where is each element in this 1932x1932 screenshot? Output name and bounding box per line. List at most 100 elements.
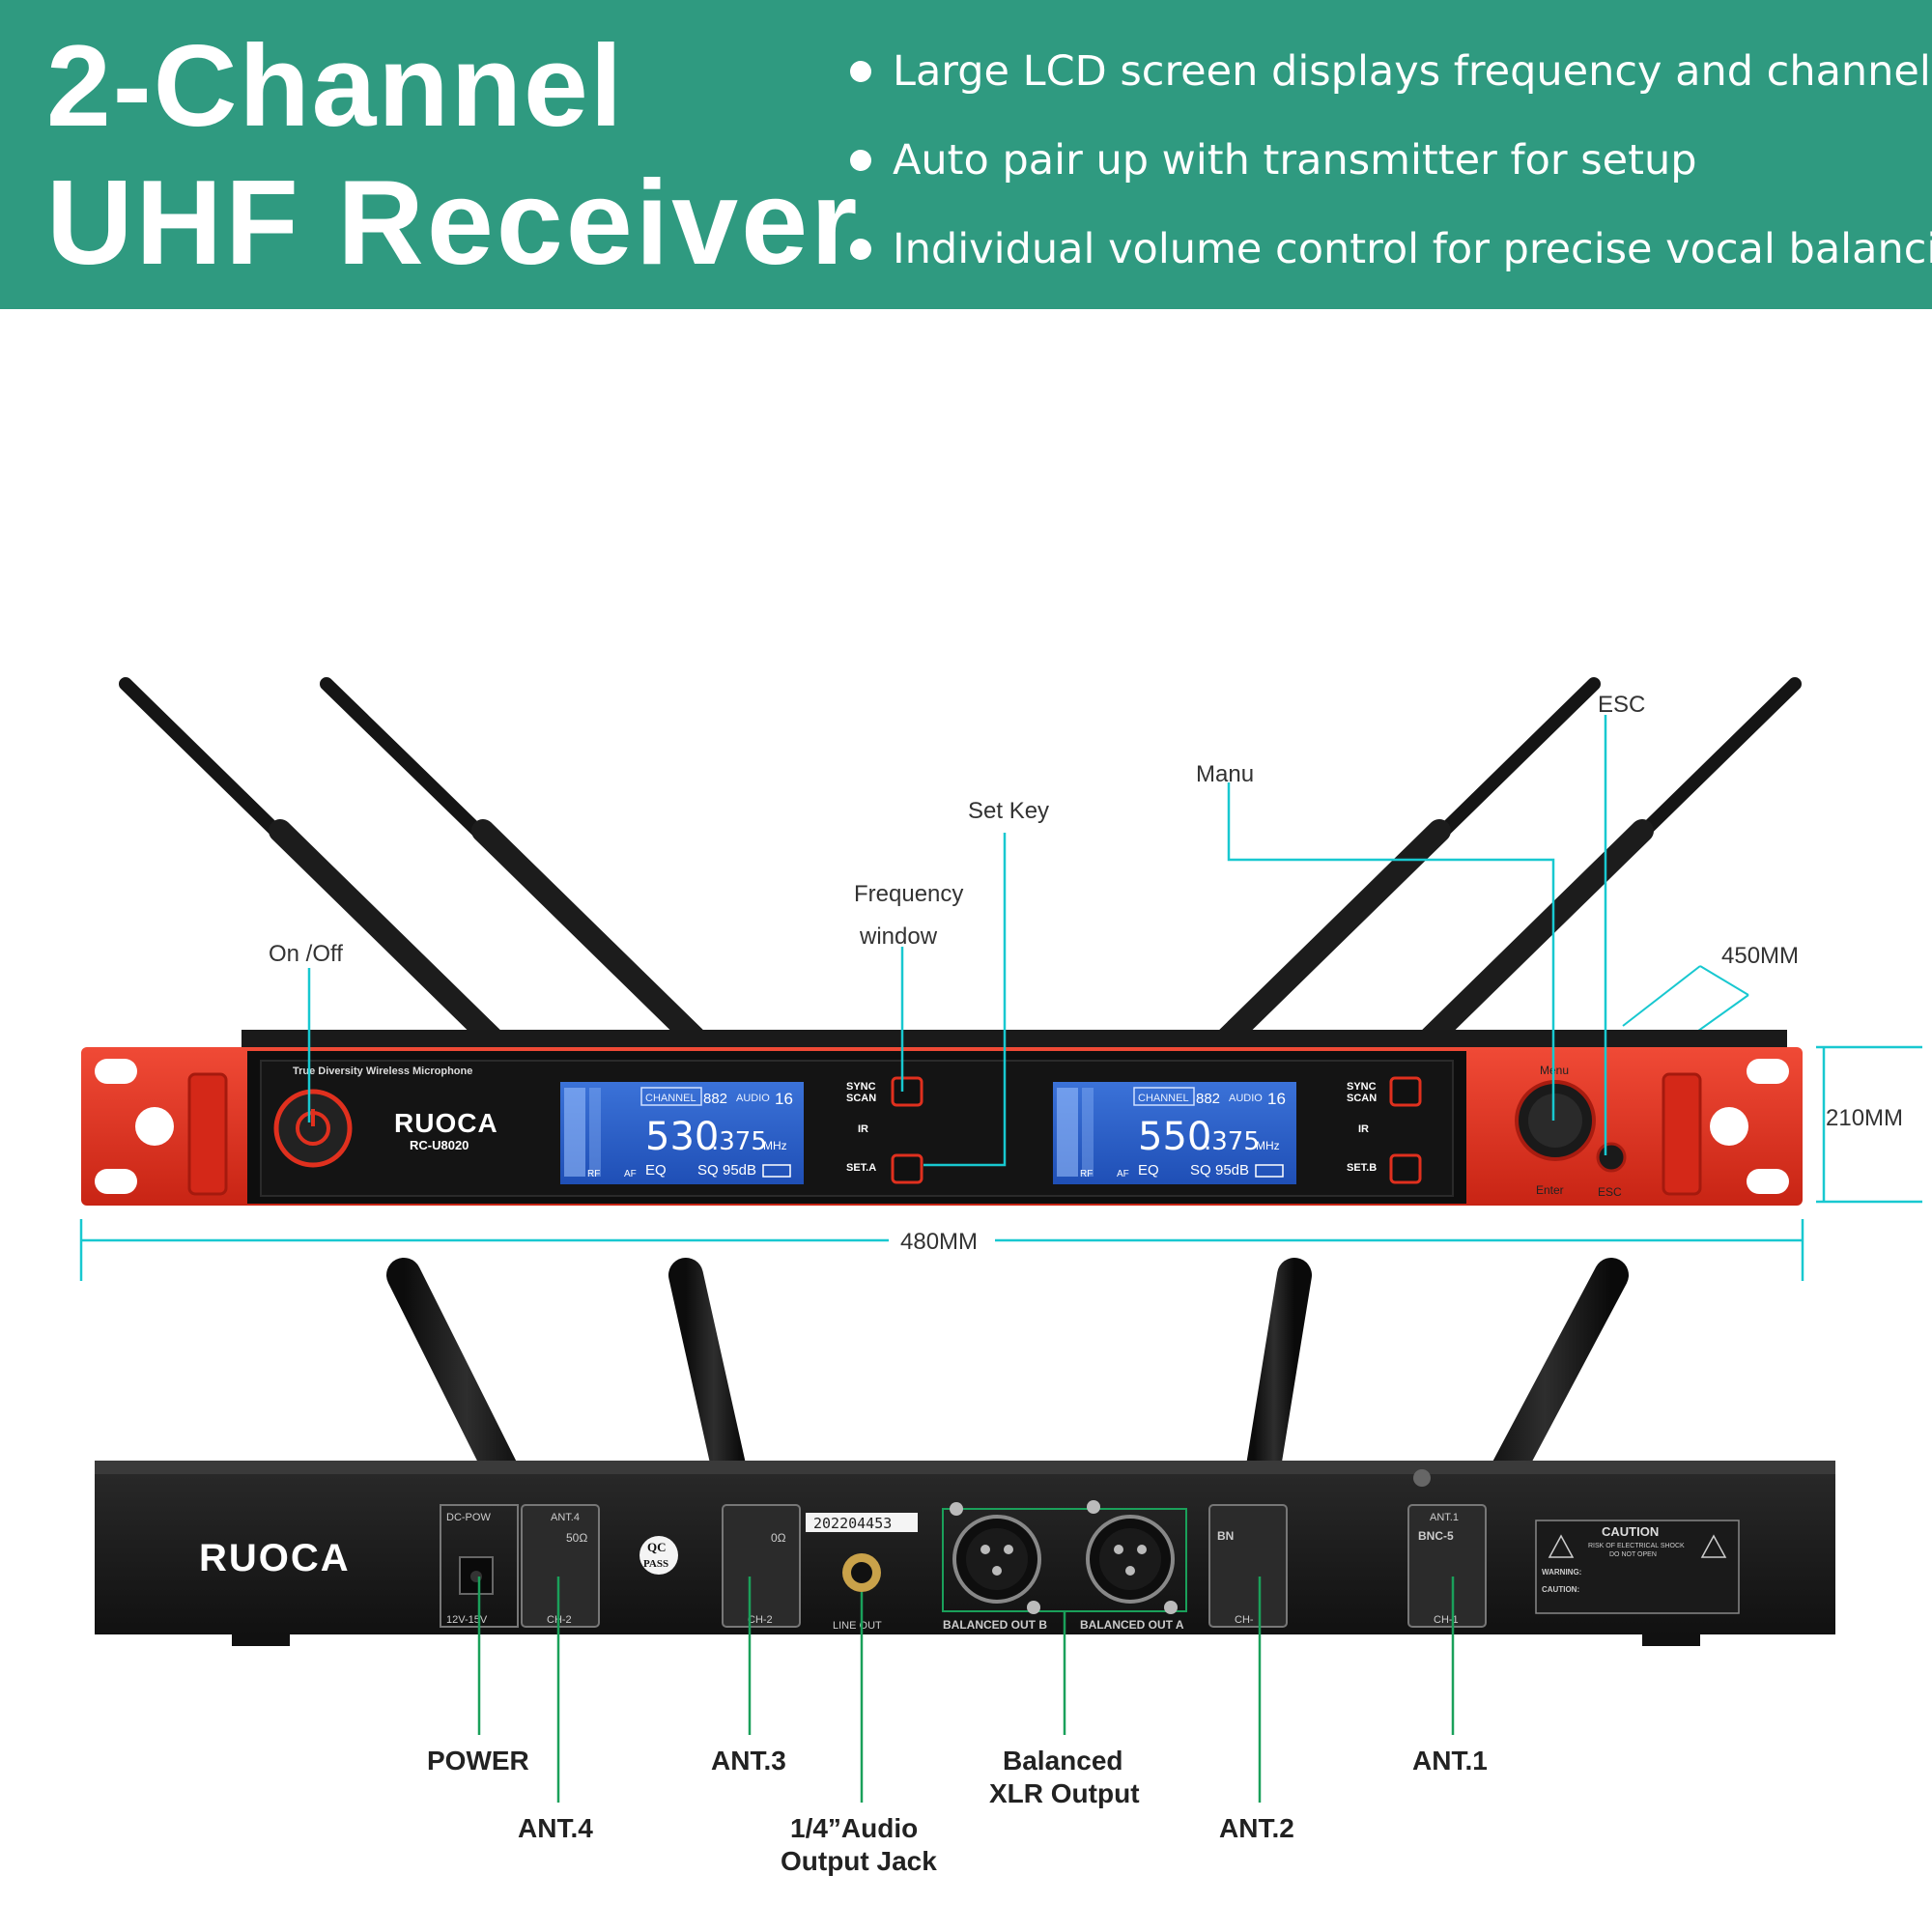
header-banner: 2-Channel UHF Receiver Large LCD screen … (0, 0, 1932, 309)
svg-text:BALANCED OUT A: BALANCED OUT A (1080, 1618, 1184, 1632)
svg-text:ESC: ESC (1598, 1185, 1622, 1199)
svg-text:BN: BN (1217, 1529, 1234, 1543)
svg-text:0Ω: 0Ω (771, 1531, 786, 1545)
svg-text:DO NOT OPEN: DO NOT OPEN (1609, 1551, 1657, 1558)
svg-text:LINE OUT: LINE OUT (833, 1620, 882, 1632)
lcd-channel-b: CHANNEL 882 AUDIO 16 550 .375 MHz EQ SQ … (1053, 1082, 1296, 1184)
svg-text:AF: AF (1117, 1169, 1129, 1179)
receiver-front: True Diversity Wireless Microphone RUOCA… (81, 1030, 1803, 1206)
lcd-channel-a: CHANNEL 882 AUDIO 16 530 .375 MHz EQ SQ … (560, 1082, 804, 1184)
feature-item: Auto pair up with transmitter for setup (850, 116, 1932, 205)
rear-brand: RUOCA (199, 1537, 351, 1579)
svg-text:MHz: MHz (763, 1139, 787, 1152)
svg-text:BNC-5: BNC-5 (1418, 1529, 1454, 1543)
svg-text:50Ω: 50Ω (566, 1531, 587, 1545)
callout-frequency: Frequency (854, 881, 964, 907)
svg-text:530: 530 (645, 1115, 719, 1159)
label-ant4: ANT.4 (518, 1813, 593, 1843)
callout-on-off: On /Off (269, 941, 343, 967)
screw (950, 1502, 963, 1516)
screw (1087, 1500, 1100, 1514)
rack-hole (95, 1059, 137, 1084)
svg-text:.375: .375 (1204, 1127, 1260, 1156)
antenna (1206, 819, 1451, 1060)
feature-item: Individual volume control for precise vo… (850, 205, 1932, 294)
battery-icon (762, 1164, 791, 1178)
label-xlr-line2: XLR Output (989, 1778, 1140, 1808)
svg-text:SCAN: SCAN (1347, 1093, 1377, 1104)
dimension-depth: 450MM (1721, 943, 1800, 969)
svg-text:SQ: SQ (1190, 1162, 1211, 1179)
tagline: True Diversity Wireless Microphone (293, 1065, 472, 1077)
front-model: RC-U8020 (410, 1138, 469, 1152)
svg-text:CAUTION: CAUTION (1602, 1524, 1659, 1539)
set-a-button (891, 1153, 923, 1184)
feature-list: Large LCD screen displays frequency and … (850, 27, 1932, 294)
svg-text:95dB: 95dB (1215, 1162, 1249, 1179)
receiver-rear: RUOCA DC-POW 12V-15V ANT.4 50Ω CH-2 QC P… (95, 1461, 1835, 1646)
svg-text:AUDIO: AUDIO (736, 1093, 770, 1104)
label-xlr-line1: Balanced (1003, 1746, 1123, 1776)
bullet-icon (850, 239, 871, 260)
label-ant2: ANT.2 (1219, 1813, 1294, 1843)
svg-text:IR: IR (858, 1123, 868, 1135)
callout-manu: Manu (1196, 761, 1255, 787)
svg-text:SCAN: SCAN (846, 1093, 876, 1104)
label-power: POWER (427, 1746, 529, 1776)
dimension-width: 480MM (900, 1229, 979, 1255)
feature-text: Auto pair up with transmitter for setup (893, 136, 1697, 185)
screw (1413, 1469, 1431, 1487)
svg-text:202204453: 202204453 (813, 1515, 892, 1532)
antenna (471, 819, 717, 1060)
svg-text:ANT.4: ANT.4 (551, 1512, 580, 1523)
svg-text:Enter: Enter (1536, 1183, 1564, 1197)
label-ant1: ANT.1 (1412, 1746, 1488, 1776)
svg-text:.375: .375 (711, 1127, 767, 1156)
rack-hole (1747, 1169, 1789, 1194)
set-b-button (1389, 1153, 1422, 1184)
svg-text:PASS: PASS (643, 1558, 668, 1570)
label-jack-line2: Output Jack (781, 1846, 937, 1876)
sync-button-a (891, 1076, 923, 1107)
svg-text:CH-: CH- (1235, 1614, 1254, 1626)
svg-text:CAUTION:: CAUTION: (1542, 1585, 1579, 1594)
svg-text:CH-1: CH-1 (1434, 1614, 1459, 1626)
svg-text:SYNC: SYNC (846, 1081, 876, 1093)
svg-text:882: 882 (1196, 1091, 1220, 1107)
callout-set-key: Set Key (968, 798, 1050, 824)
svg-text:QC: QC (647, 1540, 667, 1554)
front-brand: RUOCA (394, 1108, 498, 1138)
front-callout-lines (79, 715, 1922, 1281)
svg-text:12V-15V: 12V-15V (446, 1614, 488, 1626)
svg-text:DC-POW: DC-POW (446, 1512, 491, 1523)
title-line-2: UHF Receiver (46, 156, 861, 290)
bullet-icon (850, 150, 871, 171)
svg-text:BALANCED OUT B: BALANCED OUT B (943, 1618, 1047, 1632)
feature-text: Individual volume control for precise vo… (893, 225, 1932, 273)
svg-text:RF: RF (587, 1169, 600, 1179)
label-jack-line1: 1/4”Audio (790, 1813, 919, 1843)
serial-label (806, 1513, 918, 1532)
svg-text:AUDIO: AUDIO (1229, 1093, 1263, 1104)
antenna (269, 819, 514, 1060)
antenna (1408, 819, 1654, 1060)
svg-text:CHANNEL: CHANNEL (1138, 1093, 1189, 1104)
feature-text: Large LCD screen displays frequency and … (893, 47, 1931, 96)
warning-icon (1700, 1534, 1727, 1558)
battery-icon (1255, 1164, 1284, 1178)
title-line-1: 2-Channel (46, 21, 625, 151)
screw (1027, 1601, 1040, 1614)
rack-hole (95, 1169, 137, 1194)
rear-callout-lines (477, 1577, 1455, 1803)
front-antennas (119, 677, 1802, 1060)
svg-text:882: 882 (703, 1091, 727, 1107)
sync-button-b (1389, 1076, 1422, 1107)
svg-text:EQ: EQ (1138, 1162, 1159, 1179)
svg-text:95dB: 95dB (723, 1162, 756, 1179)
svg-text:MHz: MHz (1256, 1139, 1280, 1152)
svg-text:RF: RF (1080, 1169, 1093, 1179)
rack-hole (135, 1107, 174, 1146)
bullet-icon (850, 61, 871, 82)
svg-text:RISK OF ELECTRICAL SHOCK: RISK OF ELECTRICAL SHOCK (1588, 1543, 1685, 1549)
